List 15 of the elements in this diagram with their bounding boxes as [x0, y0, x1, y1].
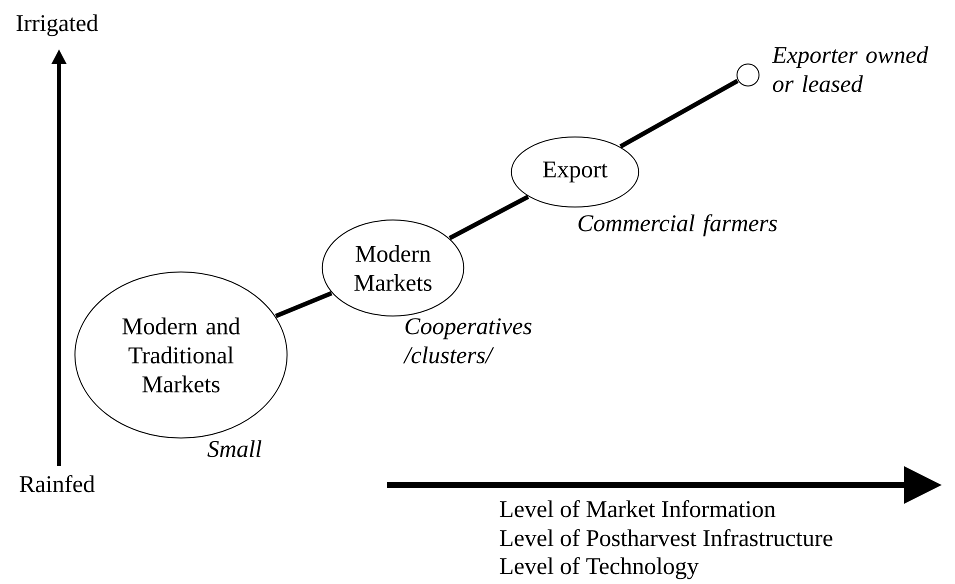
axis-label: Rainfed	[20, 475, 95, 492]
connector-line	[448, 194, 530, 240]
ellipse-node: Modern Markets	[322, 220, 464, 316]
node-caption: Cooperatives /clusters/	[403, 318, 532, 364]
connector-line	[275, 291, 332, 318]
axis-label: Irrigated	[16, 14, 98, 36]
node-caption: Exporter owned or leased	[772, 46, 928, 92]
node-caption: Commercial farmers	[578, 214, 777, 236]
axis-label: Level of Market Information	[500, 500, 776, 518]
axis-label: Level of Postharvest Infrastructure	[500, 529, 832, 546]
ellipse-node: Modern and Traditional Markets	[74, 272, 288, 438]
connector-line	[619, 78, 739, 148]
axis-label: Level of Technology	[500, 557, 699, 580]
ellipse-node: Export	[510, 136, 640, 208]
node-caption: Small	[207, 440, 262, 458]
